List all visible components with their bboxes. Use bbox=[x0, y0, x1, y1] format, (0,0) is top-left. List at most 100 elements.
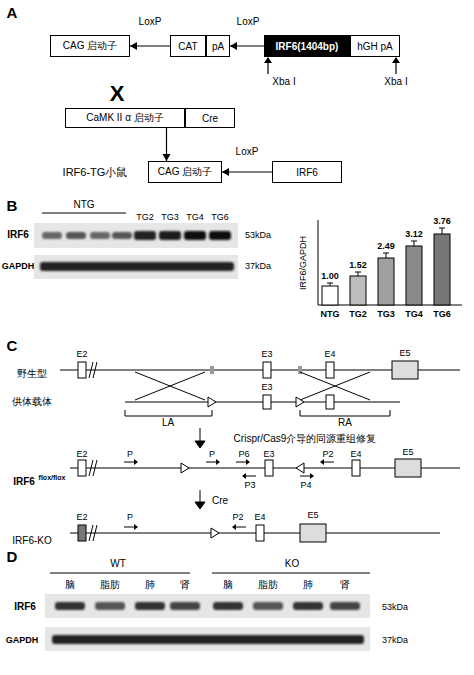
figure-label: Cre bbox=[212, 496, 228, 506]
box-text: hGH pA bbox=[357, 41, 393, 52]
western-blot bbox=[159, 231, 181, 240]
primer-arrow bbox=[206, 462, 216, 463]
western-blot bbox=[45, 594, 370, 651]
figure-label: GAPDH bbox=[2, 262, 35, 271]
figure-label: 脂肪 bbox=[258, 580, 278, 590]
gene-map bbox=[78, 362, 86, 378]
figure-label: P6 bbox=[238, 450, 249, 459]
gene-map bbox=[296, 463, 304, 473]
box-text: CaMK II α 启动子 bbox=[86, 111, 163, 125]
bar-chart bbox=[327, 228, 445, 286]
figure-label: IRF6/GAPDH bbox=[299, 236, 308, 290]
bar-chart bbox=[434, 234, 450, 305]
figure-label: P4 bbox=[300, 481, 311, 490]
bar-chart bbox=[406, 246, 422, 305]
gene-map bbox=[326, 395, 334, 409]
figure-label: TG4 bbox=[186, 213, 204, 222]
gene-map bbox=[195, 502, 205, 509]
figure-label: WT bbox=[110, 559, 126, 569]
figure-label: P bbox=[127, 450, 133, 459]
group-bracket-line bbox=[212, 573, 370, 574]
xba-site-arrow bbox=[264, 57, 400, 74]
figure-label: E2 bbox=[76, 450, 87, 459]
figure-label: E2 bbox=[76, 350, 87, 359]
gene-map bbox=[70, 533, 440, 534]
figure-label: A bbox=[7, 5, 18, 20]
figure-label: IRF6 bbox=[7, 230, 29, 240]
figure-label: LoxP bbox=[236, 147, 259, 157]
figure-label: KO bbox=[285, 559, 299, 569]
loxp-connector bbox=[163, 128, 171, 161]
western-blot bbox=[213, 602, 243, 610]
western-blot bbox=[209, 231, 231, 240]
gene-map bbox=[78, 460, 86, 476]
gene-map bbox=[395, 459, 421, 477]
gene-map bbox=[135, 372, 370, 400]
gene-map bbox=[89, 362, 97, 378]
figure-label: P3 bbox=[244, 481, 255, 490]
figure-label: TG4 bbox=[405, 310, 423, 319]
figure-label: TG2 bbox=[349, 310, 367, 319]
primer-arrow bbox=[242, 473, 246, 479]
primer-arrow bbox=[310, 473, 314, 479]
figure-label: flox/flox bbox=[39, 474, 66, 481]
western-blot bbox=[40, 262, 234, 271]
ntg-bracket-line bbox=[42, 213, 126, 214]
western-blot bbox=[34, 223, 238, 248]
western-blot bbox=[45, 627, 370, 651]
figure-label: 脂肪 bbox=[100, 580, 120, 590]
xba-site-arrow bbox=[392, 57, 400, 63]
figure-label: 37kDa bbox=[382, 636, 408, 645]
gene-map bbox=[211, 528, 219, 538]
gene-map bbox=[300, 524, 326, 542]
group-bracket-line bbox=[50, 573, 370, 574]
loxp-connector bbox=[130, 42, 170, 50]
gene-map bbox=[60, 361, 460, 542]
construct-box: CAT bbox=[170, 35, 206, 57]
connector-line bbox=[222, 171, 272, 172]
figure-label: TG3 bbox=[377, 310, 395, 319]
figure-label: Xba I bbox=[384, 77, 407, 87]
primer-arrow bbox=[124, 459, 334, 530]
gene-map bbox=[125, 410, 390, 416]
gene-map bbox=[195, 441, 205, 448]
figure-label: 野生型 bbox=[17, 369, 47, 379]
construct-box: CAG 启动子 bbox=[148, 161, 222, 183]
box-text: CAT bbox=[178, 41, 197, 52]
figure-label: E5 bbox=[399, 349, 410, 358]
gene-map bbox=[392, 361, 418, 379]
figure-label: TG2 bbox=[136, 213, 154, 222]
figure-label: 53kDa bbox=[382, 603, 408, 612]
figure-label: RA bbox=[338, 418, 352, 428]
figure-label: 脑 bbox=[223, 580, 233, 590]
figure-label: IRF6 bbox=[13, 477, 35, 487]
figure-label: TG3 bbox=[161, 213, 179, 222]
gene-map bbox=[352, 460, 360, 476]
primer-arrow bbox=[232, 524, 236, 530]
gene-insert-box: IRF6(1404bp) bbox=[264, 35, 350, 57]
figure-label: D bbox=[7, 549, 18, 564]
figure-label: E2 bbox=[76, 513, 87, 522]
figure-label: 脑 bbox=[65, 580, 75, 590]
figure-label: NTG bbox=[321, 310, 340, 319]
figure-label: 1.52 bbox=[349, 261, 367, 270]
figure-label: Xba I bbox=[272, 77, 295, 87]
western-blot bbox=[293, 602, 323, 610]
western-blot bbox=[55, 602, 85, 610]
gene-map bbox=[326, 362, 334, 378]
construct-box: pA bbox=[206, 35, 230, 57]
primer-arrow bbox=[236, 527, 246, 528]
primer-arrow bbox=[236, 462, 246, 463]
xba-site-arrow bbox=[264, 57, 272, 63]
primer-arrow bbox=[300, 476, 310, 477]
box-text: Cre bbox=[202, 113, 218, 124]
gene-map bbox=[89, 460, 97, 476]
western-blot bbox=[34, 255, 238, 279]
western-blot bbox=[330, 602, 360, 610]
figure-label: TG6 bbox=[211, 213, 229, 222]
figure-label: E4 bbox=[324, 350, 335, 359]
figure-label: 37kDa bbox=[245, 262, 271, 271]
arrow-head bbox=[230, 42, 237, 50]
western-blot bbox=[90, 232, 110, 239]
